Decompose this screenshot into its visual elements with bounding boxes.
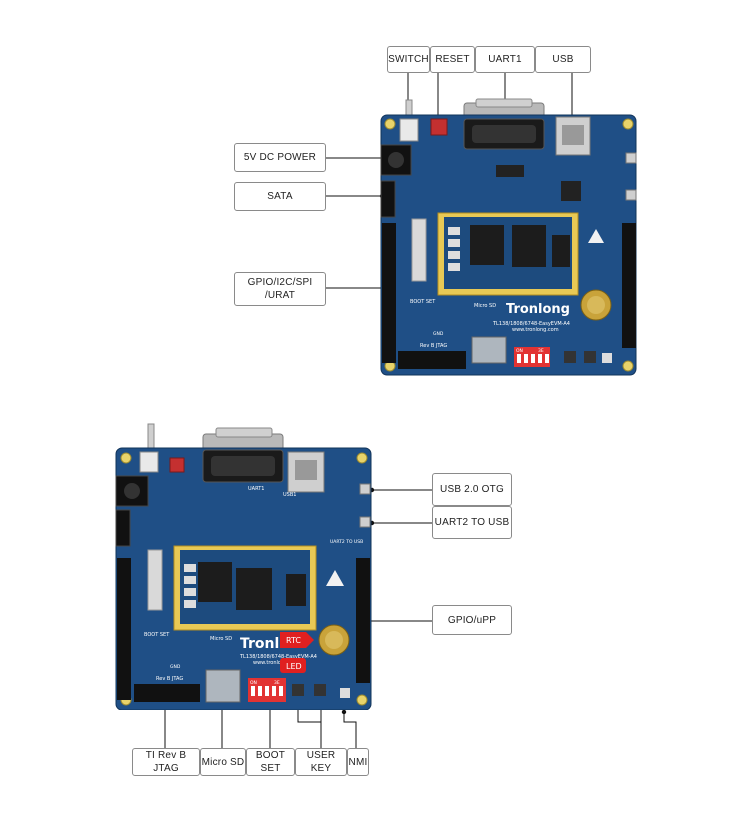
top-board-dip-on: ON [516, 348, 523, 354]
label-switch: SWITCH [387, 46, 430, 73]
bottom-board-brand: Tronl [240, 636, 279, 652]
label-micro-sd: Micro SD [200, 748, 246, 776]
label-gpio-line2: /URAT [264, 290, 296, 301]
label-gpio-line1: GPIO/I2C/SPI [247, 277, 313, 288]
rtc-callout [280, 632, 314, 648]
label-usb-text: USB [552, 54, 574, 65]
label-gpio-i2c-spi-urat: GPIO/I2C/SPI /URAT [234, 272, 326, 306]
label-nmi-text: NMI [348, 756, 368, 768]
nmi-leader [343, 712, 357, 748]
label-usb: USB [535, 46, 591, 73]
bottom-board-jtag-text: Rev B JTAG [156, 676, 183, 682]
label-gpio-upp-text: GPIO/uPP [447, 614, 497, 626]
top-board-brand: Tronlong [506, 302, 570, 317]
bottom-board-gnd-text: GND [170, 664, 181, 670]
label-usb-2-otg: USB 2.0 OTG [432, 473, 512, 506]
label-reset: RESET [430, 46, 475, 73]
bottom-board-uart1-text: UART1 [248, 486, 264, 492]
rtc-callout-label: RTC [286, 636, 301, 645]
bottom-board-url: www.tronlong.com [253, 660, 300, 666]
top-board-microsd-text: Micro SD [474, 303, 496, 309]
label-usb-2-otg-text: USB 2.0 OTG [440, 484, 504, 495]
label-uart2-to-usb-text: UART2 TO USB [434, 517, 510, 528]
label-reset-text: RESET [435, 54, 470, 65]
bottom-board-dip-on: ON [250, 680, 257, 686]
top-board-url: www.tronlong.com [512, 327, 559, 333]
bottom-board-microsd-text: Micro SD [210, 636, 232, 642]
label-uart1: UART1 [475, 46, 535, 73]
top-board-dip-3e: 3E [538, 348, 544, 354]
label-micro-sd-text: Micro SD [201, 756, 245, 768]
label-ti-rev-b-jtag: TI Rev B JTAG [132, 748, 200, 776]
label-user-key-text: USER KEY [306, 750, 336, 774]
label-sata: SATA [234, 182, 326, 211]
label-user-key: USER KEY [295, 748, 347, 776]
label-sata-text: SATA [267, 191, 293, 202]
bottom-board-uart2-text: UART2 TO USB [330, 539, 363, 545]
bottom-board-image: USB1 UART1 UART2 TO USB Tronl TL138/1808… [115, 423, 372, 710]
top-board-jtag-text: Rev B JTAG [420, 343, 447, 349]
bottom-board-model: TL138/1808/6748-EasyEVM-A4 [239, 654, 317, 660]
top-board-image: Tronlong TL138/1808/6748-EasyEVM-A4 www.… [380, 98, 637, 376]
top-board-gnd-text: GND [433, 331, 444, 337]
label-5v-dc-power-text: 5V DC POWER [243, 152, 317, 163]
userkey-bracket [297, 707, 322, 723]
top-board-model: TL138/1808/6748-EasyEVM-A4 [492, 321, 570, 327]
bottom-board-usb1-text: USB1 [283, 492, 296, 498]
label-switch-text: SWITCH [388, 54, 429, 65]
led-callout-label: LED [286, 662, 302, 671]
label-gpio-upp: GPIO/uPP [432, 605, 512, 635]
top-board-bootset-text: BOOT SET [410, 299, 436, 305]
label-boot-set: BOOT SET [246, 748, 295, 776]
bottom-board-dip-3e: 3E [274, 680, 280, 686]
label-boot-set-text: BOOT SET [255, 750, 286, 774]
label-5v-dc-power: 5V DC POWER [234, 143, 326, 172]
label-uart1-text: UART1 [488, 54, 522, 65]
label-uart2-to-usb: UART2 TO USB [432, 506, 512, 539]
led-callout [280, 658, 306, 673]
label-ti-rev-b-jtag-text: TI Rev B JTAG [145, 750, 187, 774]
label-nmi: NMI [347, 748, 369, 776]
bottom-board-bootset-text: BOOT SET [144, 632, 170, 638]
